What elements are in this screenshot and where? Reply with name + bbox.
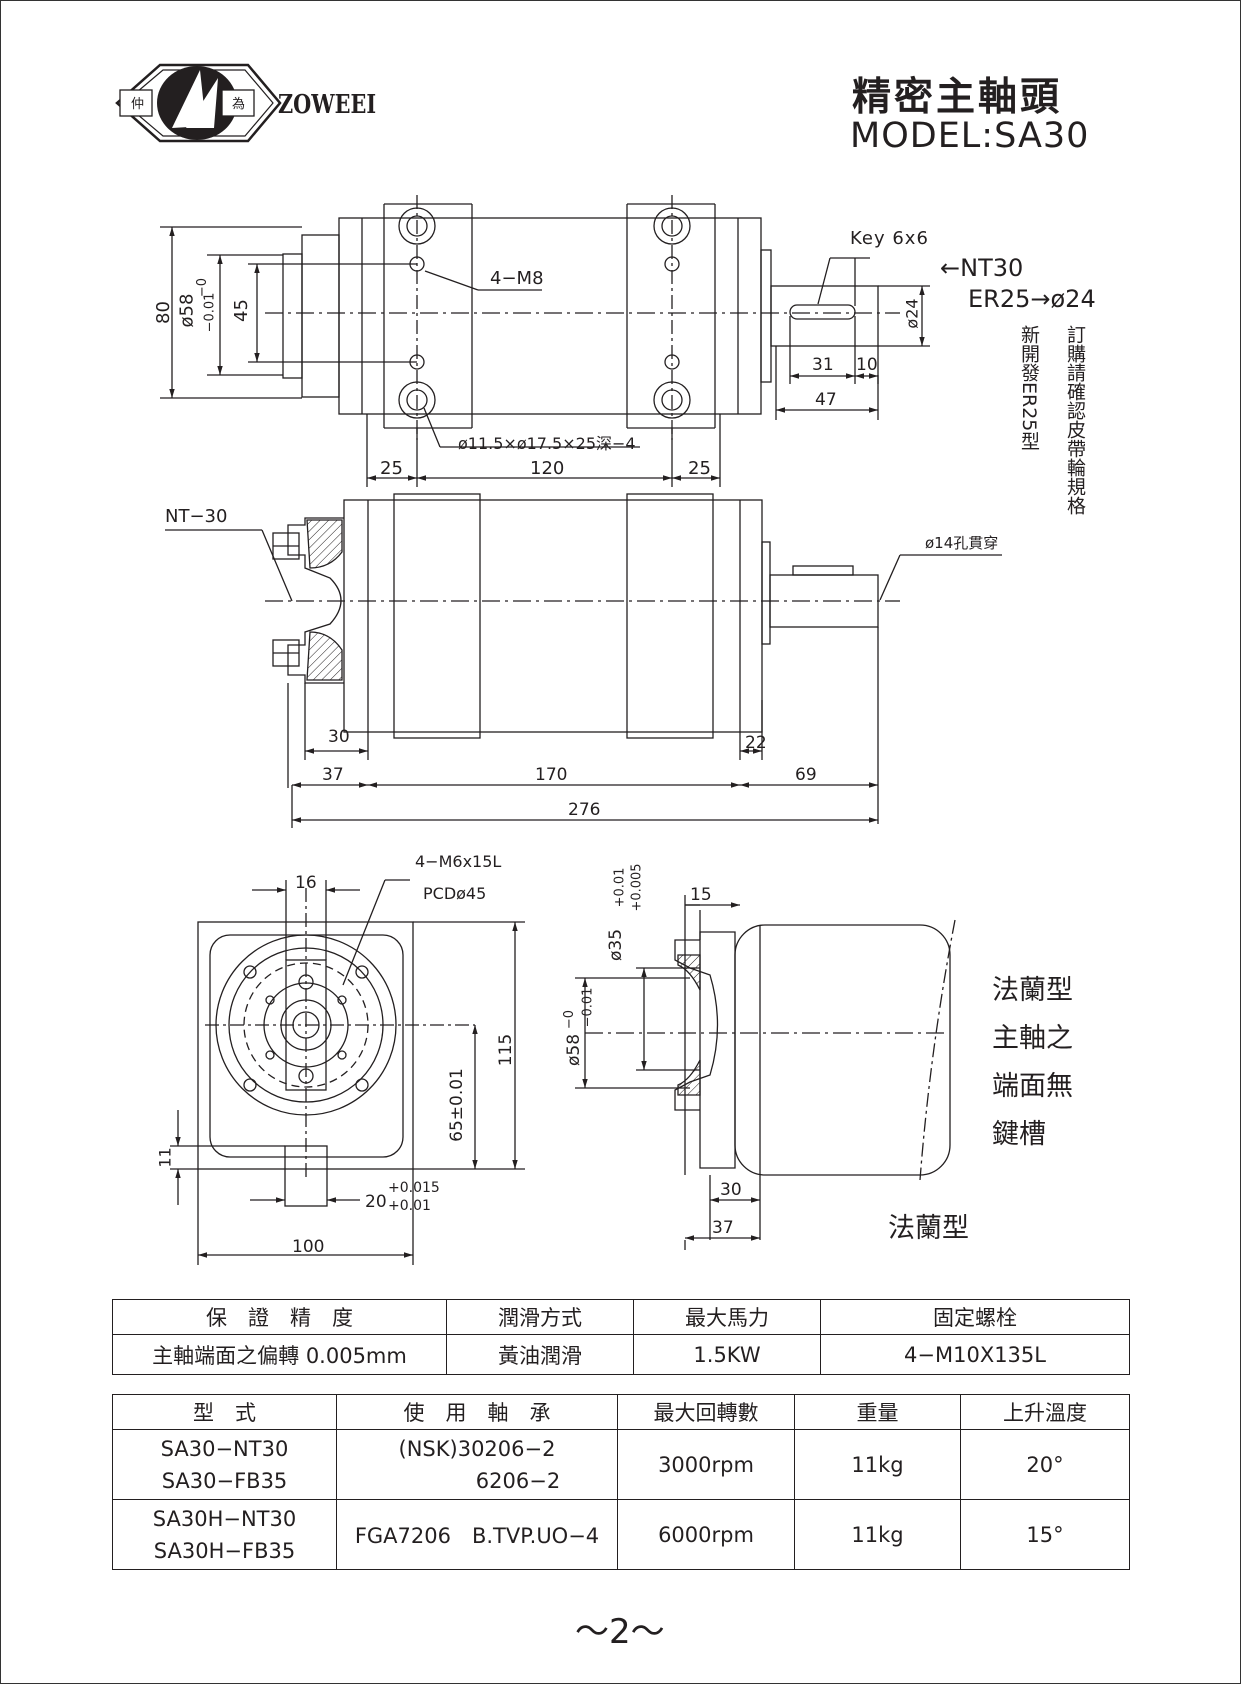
dim-58-flange-tol-upper: −0 [562,1009,578,1030]
t2-header-rpm: 最大回轉數 [617,1394,795,1430]
dim-120: 120 [530,458,565,479]
dim-45: 45 [230,299,252,322]
through-hole-label: ø14孔貫穿 [925,534,999,552]
dim-10: 10 [856,355,878,375]
dim-100: 100 [292,1237,325,1257]
t2-header-bearing: 使 用 軸 承 [336,1394,618,1430]
dim-37-side: 37 [322,765,344,785]
dim-16: 16 [295,873,317,893]
t2-r2-model-b: SA30H−FB35 [153,1538,296,1563]
t1-accuracy: 主軸端面之偏轉 0.005mm [112,1334,447,1375]
flange-view [575,895,956,1250]
t2-r1-rpm: 3000rpm [617,1429,795,1500]
dim-20-tol-lower: +0.01 [388,1198,431,1214]
t2-r2-model-a: SA30H−NT30 [152,1506,297,1531]
spec-table-1: 保 證 精 度 潤滑方式 最大馬力 固定螺栓 主軸端面之偏轉 0.005mm 黃… [112,1299,1130,1375]
t1-lubrication: 黃油潤滑 [446,1334,634,1375]
t1-header-horsepower: 最大馬力 [633,1299,821,1335]
dim-15: 15 [690,885,712,905]
company-logo [115,63,282,143]
flange-note-line-2: 主軸之 [992,1023,1073,1054]
er25-label: ER25→ø24 [968,285,1096,313]
dim-20-tol-upper: +0.015 [388,1180,440,1196]
page-number: ～2～ [575,1612,665,1652]
dim-69: 69 [795,765,817,785]
dim-65: 65±0.01 [446,1068,467,1142]
dim-58: ø58 [176,293,198,328]
t2-r1-bearing-b: 6206−2 [475,1468,561,1493]
t2-r2-rpm: 6000rpm [617,1499,795,1570]
dim-58-tol-lower: −0.01 [202,292,218,333]
t2-r1-temp: 20° [960,1429,1130,1500]
hole-label: 4−M8 [490,268,544,289]
dim-20: 20 [365,1192,387,1212]
t1-header-lubrication: 潤滑方式 [446,1299,634,1335]
dim-30-side: 30 [328,727,350,747]
logo-right-char: 為 [232,97,246,112]
dim-276: 276 [568,800,601,820]
side-view [165,493,1002,828]
flange-note-line-1: 法蘭型 [992,975,1073,1006]
dim-31: 31 [812,355,834,375]
dim-22: 22 [745,733,767,753]
dim-170: 170 [535,765,568,785]
flange-caption: 法蘭型 [888,1213,969,1244]
nt30-side-label: NT−30 [165,506,228,527]
flange-note-line-3: 端面無 [992,1071,1073,1102]
dim-24: ø24 [902,298,922,329]
t2-r1-weight: 11kg [794,1429,961,1500]
t2-r2-weight: 11kg [794,1499,961,1570]
dim-30-flange: 30 [720,1180,742,1200]
t2-header-weight: 重量 [794,1394,961,1430]
t1-horsepower: 1.5KW [633,1334,821,1375]
t2-r2-bearing: FGA7206 B.TVP.UO−4 [336,1499,618,1570]
t2-r1-model-b: SA30−FB35 [161,1468,288,1493]
dim-35-tol-upper: +0.01 [612,867,628,908]
t1-header-bolt: 固定螺栓 [820,1299,1130,1335]
dim-11: 11 [155,1147,175,1168]
t1-header-accuracy: 保 證 精 度 [112,1299,447,1335]
note-new-er25: 新開發ER25型 [1018,325,1040,451]
flange-note-line-4: 鍵槽 [992,1119,1046,1150]
table-row: SA30−NT30 SA30−FB35 (NSK)30206−2 6206−2 … [112,1429,1130,1500]
t2-header-model: 型 式 [112,1394,337,1430]
t2-r1-model-a: SA30−NT30 [160,1436,289,1461]
dim-58-flange-tol-lower: −0.01 [580,987,596,1028]
dim-25-left: 25 [380,458,403,479]
top-view [160,195,930,487]
t2-r1-bearing-a: (NSK)30206−2 [398,1436,556,1461]
logo-left-char: 仲 [131,97,145,112]
front-view [170,879,525,1265]
key-label: Key 6x6 [850,228,929,249]
dim-35-tol-lower: +0.005 [629,863,645,912]
t1-bolt: 4−M10X135L [820,1334,1130,1375]
note-confirm-pulley: 訂購請確認皮帶輪規格 [1064,325,1086,515]
table-row: SA30H−NT30 SA30H−FB35 FGA7206 B.TVP.UO−4… [112,1499,1130,1570]
t2-r2-temp: 15° [960,1499,1130,1570]
dim-25-right: 25 [688,458,711,479]
pcd-label: PCDø45 [423,884,487,903]
dim-47: 47 [815,390,837,410]
bore-label: ø11.5×ø17.5×25深−4 [458,434,636,453]
model-number: MODEL:SA30 [850,116,1090,156]
spec-table-2: 型 式 使 用 軸 承 最大回轉數 重量 上升溫度 SA30−NT30 SA30… [112,1394,1130,1570]
brand-name: ZOWEEI [278,90,377,120]
t2-header-temp: 上升溫度 [960,1394,1130,1430]
dim-58-flange: ø58 [564,1033,585,1067]
dim-115: 115 [496,1033,517,1067]
screw-label: 4−M6x15L [415,852,502,871]
dim-35: ø35 [606,928,627,962]
dim-80: 80 [152,301,174,324]
nt30-label: ←NT30 [940,254,1024,282]
page-title: 精密主軸頭 [852,75,1063,120]
dim-37-flange: 37 [712,1218,734,1238]
